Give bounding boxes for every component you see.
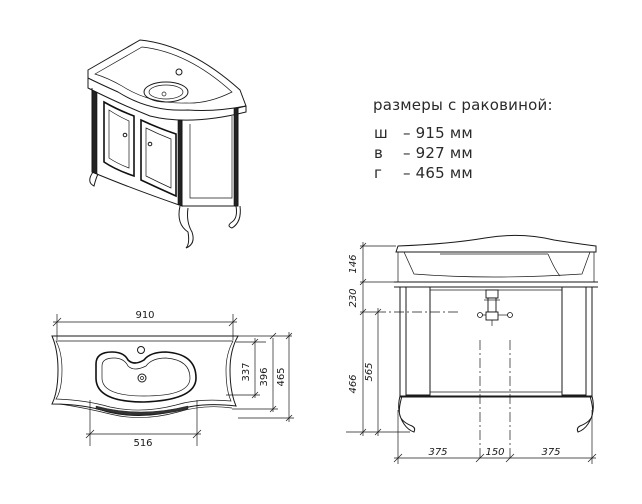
dim-height-565: 565 <box>364 362 375 381</box>
spec-key-height: в <box>374 144 384 162</box>
basin-top-view: 910 337 396 465 <box>51 310 294 449</box>
dim-height-466: 466 <box>348 374 359 393</box>
vanity-perspective-view <box>87 39 247 249</box>
dim-depth-465: 465 <box>276 367 287 386</box>
spec-value-depth: – 465 мм <box>403 164 473 182</box>
vanity-front-view: 146 230 565 466 375 150 375 <box>346 234 598 464</box>
spec-value-width: – 915 мм <box>403 124 473 142</box>
spec-key-depth: г <box>374 164 383 182</box>
spec-key-width: ш <box>374 124 388 142</box>
dim-bottom-150: 150 <box>485 447 504 458</box>
dim-width-910: 910 <box>135 310 154 321</box>
dim-bowl-516: 516 <box>133 438 152 449</box>
spec-value-height: – 927 мм <box>403 144 473 162</box>
dim-height-146: 146 <box>348 254 359 273</box>
specs-title: размеры с раковиной: <box>373 96 553 114</box>
dim-bottom-375-left: 375 <box>428 447 447 458</box>
dim-depth-337: 337 <box>241 362 252 381</box>
dim-bottom-375-right: 375 <box>541 447 560 458</box>
dim-height-230: 230 <box>348 288 359 307</box>
dim-depth-396: 396 <box>259 367 270 386</box>
